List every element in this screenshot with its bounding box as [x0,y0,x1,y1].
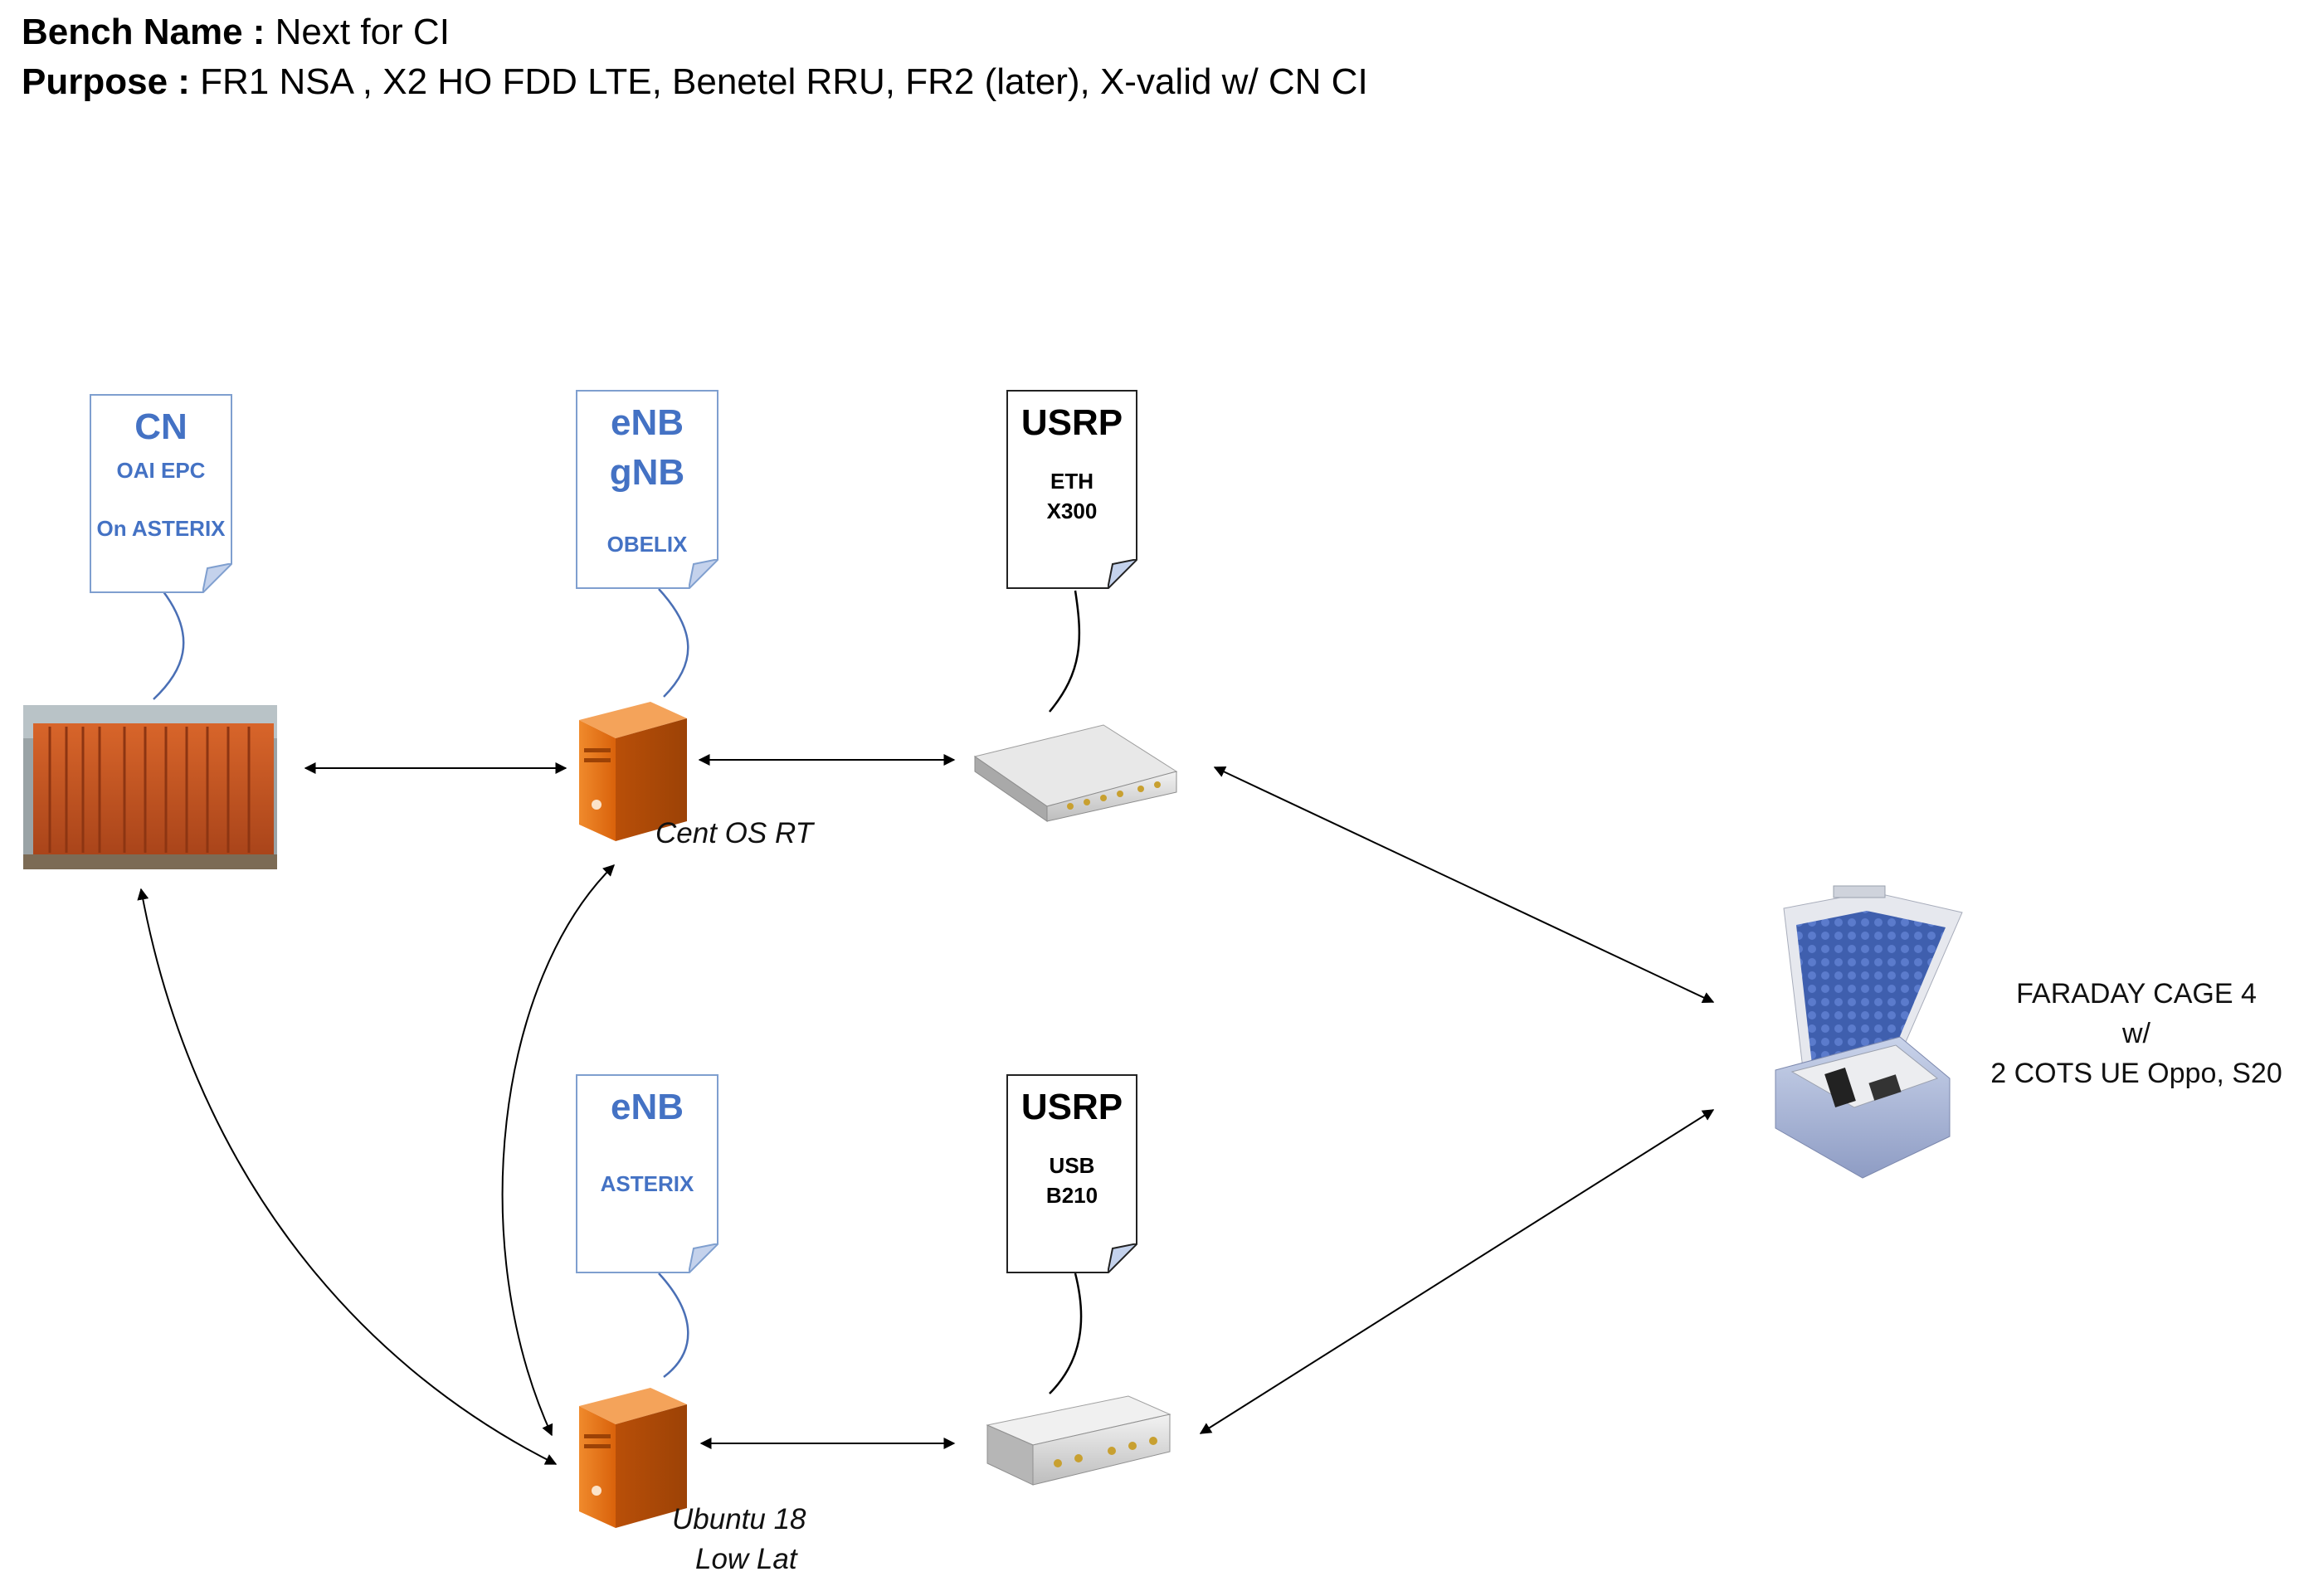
bench-name-label: Bench Name : [22,12,265,52]
faraday-cage-label: FARADAY CAGE 4 w/ 2 COTS UE Oppo, S20 [1983,974,2290,1093]
callout-usrp-top [1049,590,1081,713]
caption-server-top: Cent OS RT [655,817,813,849]
faraday-cage-image [1775,885,1963,1179]
note-usrp-bottom-line2: B210 [1045,1183,1098,1208]
note-enb-title: eNB [610,1087,684,1127]
server-icon-top [579,702,687,841]
note-fold-icon [689,1243,718,1273]
note-cn-title: CN [134,406,188,447]
note-cn: CN OAI EPC On ASTERIX [90,394,232,593]
bench-name-line: Bench Name : Next for CI [22,12,450,53]
faraday-line2: w/ [2122,1018,2150,1049]
note-enb-gnb-line1: OBELIX [606,532,688,557]
purpose-line: Purpose : FR1 NSA , X2 HO FDD LTE, Benet… [22,61,1368,103]
note-enb: eNB ASTERIX [576,1074,718,1273]
usrp-b210-image [986,1395,1171,1486]
note-cn-line1: OAI EPC [116,458,206,483]
note-usrp-top: USRP ETH X300 [1006,390,1137,589]
callout-cn [153,590,185,700]
note-enb-gnb-title1: eNB [610,402,684,443]
note-usrp-bottom-title: USRP [1020,1087,1123,1127]
note-usrp-bottom-line1: USB [1049,1153,1095,1178]
note-cn-line2: On ASTERIX [96,516,226,541]
callout-enb-gnb [658,588,689,698]
note-fold-icon [1108,559,1137,589]
note-usrp-top-line2: X300 [1046,499,1098,523]
note-fold-icon [202,563,232,593]
shipping-container-image [23,705,277,869]
note-enb-gnb: eNB gNB OBELIX [576,390,718,589]
caption-server-bottom-1: Ubuntu 18 [672,1503,806,1535]
caption-server-bottom-2: Low Lat [695,1543,797,1575]
link-cn-enb [137,888,558,1465]
callout-usrp-bottom [1049,1272,1083,1394]
server-icon-bottom [579,1388,687,1528]
note-usrp-top-title: USRP [1020,402,1123,443]
link-enbgnb-enb [501,864,615,1437]
bench-name-value: Next for CI [275,12,450,52]
link-usrp-b210-cage [1199,1109,1715,1434]
usrp-x300-image [973,724,1178,822]
note-enb-gnb-title2: gNB [609,452,685,493]
purpose-value: FR1 NSA , X2 HO FDD LTE, Benetel RRU, FR… [200,61,1368,102]
note-fold-icon [689,559,718,589]
purpose-label: Purpose : [22,61,190,102]
callout-enb [658,1272,689,1378]
note-fold-icon [1108,1243,1137,1273]
note-usrp-bottom: USRP USB B210 [1006,1074,1137,1273]
note-usrp-top-line1: ETH [1050,469,1093,494]
faraday-line3: 2 COTS UE Oppo, S20 [1990,1058,2282,1089]
note-enb-line1: ASTERIX [600,1171,694,1196]
faraday-line1: FARADAY CAGE 4 [2016,978,2257,1010]
link-usrp-x300-cage [1213,766,1715,1003]
